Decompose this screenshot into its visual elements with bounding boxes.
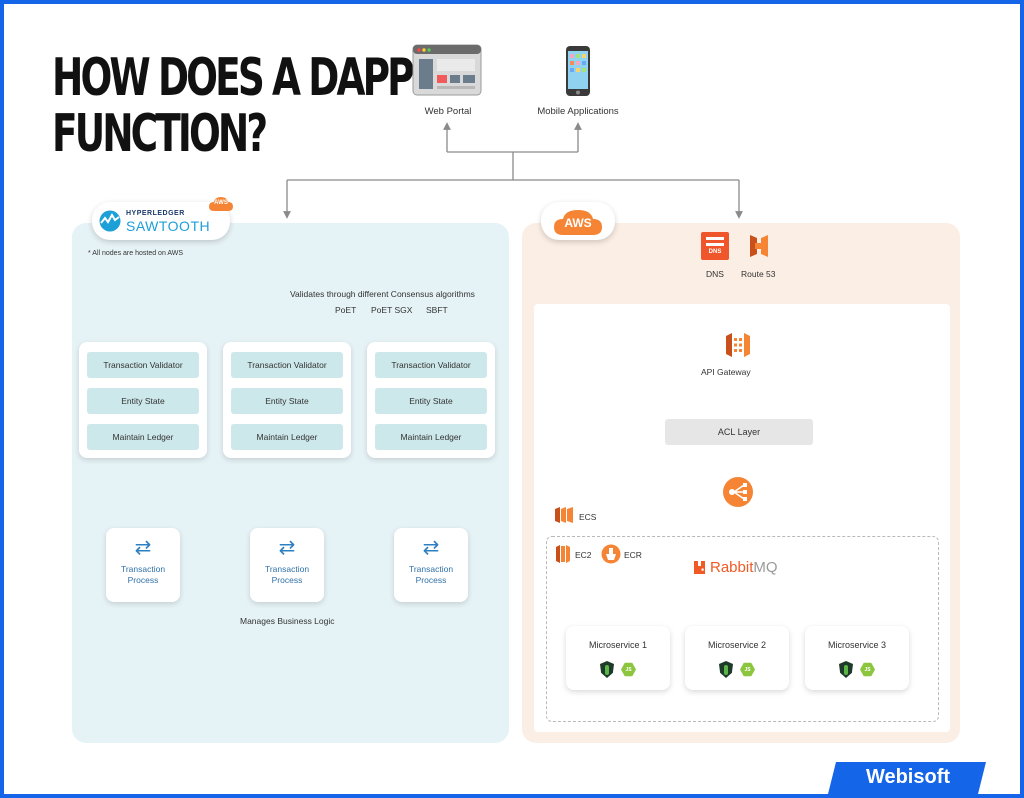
rabbitmq-logo: Rabbit MQ [693, 557, 778, 577]
webisoft-brand-text: Webisoft [865, 766, 951, 788]
entity-state-row: Entity State [231, 388, 343, 414]
sawtooth-logo-icon [99, 210, 121, 232]
aws-badge-text: AWS [564, 216, 592, 230]
aws-badge: AWS [541, 202, 615, 240]
sawtooth-logo-top: HYPERLEDGER [126, 210, 185, 217]
maintain-ledger-row: Maintain Ledger [231, 424, 343, 450]
load-balancer-icon [722, 476, 754, 508]
transaction-validator-row: Transaction Validator [87, 352, 199, 378]
mongodb-icon [600, 661, 614, 678]
mongodb-icon [839, 661, 853, 678]
business-logic-label: Manages Business Logic [240, 616, 335, 626]
rabbitmq-icon [694, 560, 705, 574]
dns-icon: DNS [701, 232, 729, 260]
aws-cloud-icon [554, 210, 602, 235]
aws-hosting-note: * All nodes are hosted on AWS [88, 250, 184, 257]
nodejs-icon: JS [860, 662, 875, 677]
ecs-icon [554, 506, 574, 524]
dns-label: DNS [706, 269, 724, 279]
exchange-arrows-icon: ⇄ [278, 537, 296, 559]
transaction-validator-row: Transaction Validator [375, 352, 487, 378]
rabbitmq-text-a: Rabbit [710, 558, 754, 576]
consensus-poet-sgx: PoET SGX [371, 305, 413, 315]
consensus-poet: PoET [335, 305, 357, 315]
ec2-icon [555, 544, 571, 564]
maintain-ledger-row: Maintain Ledger [87, 424, 199, 450]
sawtooth-panel [72, 223, 509, 743]
microservice-1: Microservice 1 JS [566, 626, 670, 690]
consensus-sbft: SBFT [426, 305, 448, 315]
sawtooth-logo: HYPERLEDGER SAWTOOTH [92, 202, 230, 240]
validator-node-3: Transaction Validator Entity State Maint… [367, 342, 495, 458]
consensus-title: Validates through different Consensus al… [290, 289, 475, 299]
entity-state-row: Entity State [375, 388, 487, 414]
microservice-2: Microservice 2 JS [685, 626, 789, 690]
ecs-label: ECS [579, 512, 597, 522]
mongodb-icon [719, 661, 733, 678]
ecr-label: ECR [624, 550, 642, 560]
web-portal-icon [412, 44, 482, 96]
nodejs-icon: JS [740, 662, 755, 677]
microservice-3: Microservice 3 JS [805, 626, 909, 690]
validator-node-1: Transaction Validator Entity State Maint… [79, 342, 207, 458]
ecs-cluster-box [546, 536, 939, 722]
transaction-validator-row: Transaction Validator [231, 352, 343, 378]
exchange-arrows-icon: ⇄ [134, 537, 152, 559]
web-portal-label: Web Portal [424, 106, 472, 117]
route53-label: Route 53 [741, 269, 776, 279]
mobile-phone-icon [565, 45, 591, 97]
api-gateway-icon [724, 330, 752, 360]
api-gateway-label: API Gateway [701, 367, 751, 377]
dns-icon-text: DNS [708, 249, 722, 255]
aws-cloud-badge-small: AWS [208, 196, 234, 212]
route53-icon [745, 232, 773, 260]
mobile-apps-label: Mobile Applications [537, 106, 619, 117]
nodejs-icon: JS [621, 662, 636, 677]
exchange-arrows-icon: ⇄ [422, 537, 440, 559]
ec2-label: EC2 [575, 550, 592, 560]
sawtooth-logo-bottom: SAWTOOTH [126, 218, 211, 234]
entity-state-row: Entity State [87, 388, 199, 414]
rabbitmq-text-b: MQ [753, 558, 778, 576]
validator-node-2: Transaction Validator Entity State Maint… [223, 342, 351, 458]
ecr-icon [601, 544, 621, 564]
maintain-ledger-row: Maintain Ledger [375, 424, 487, 450]
aws-badge-small-text: AWS [214, 200, 228, 206]
acl-layer-box: ACL Layer [665, 419, 813, 445]
